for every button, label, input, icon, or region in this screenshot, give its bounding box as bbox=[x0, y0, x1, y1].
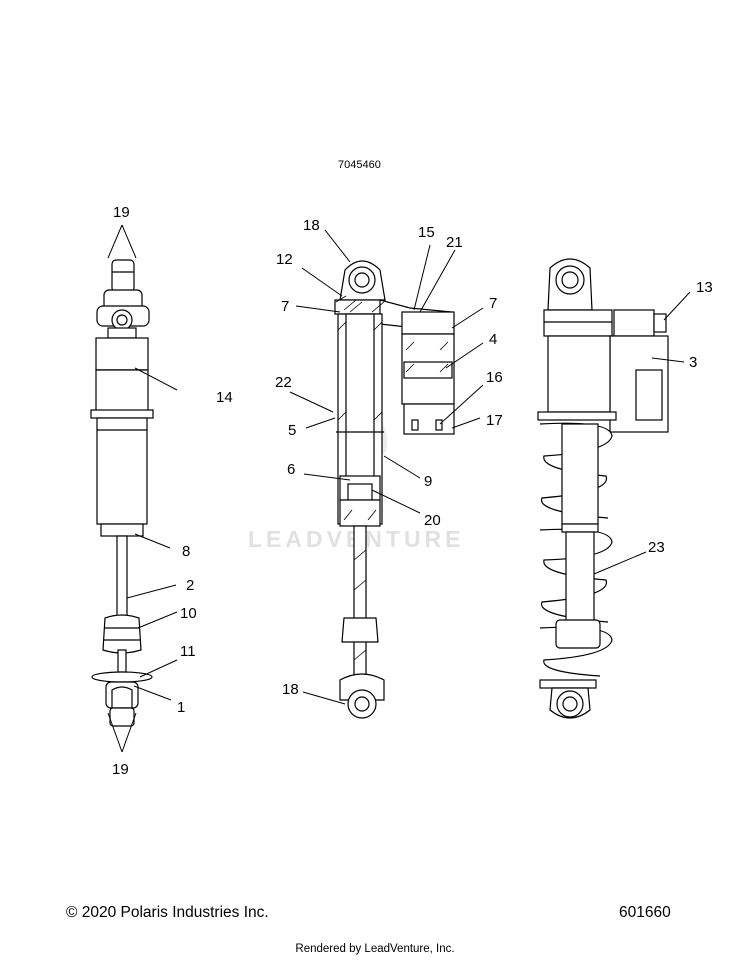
callout-19-bottom: 19 bbox=[112, 761, 129, 778]
center-shock bbox=[334, 260, 455, 719]
callout-16: 16 bbox=[486, 369, 503, 386]
center-hatching bbox=[335, 295, 449, 661]
callout-8: 8 bbox=[182, 543, 190, 560]
right-pointers bbox=[593, 291, 691, 575]
callout-11: 11 bbox=[180, 643, 196, 660]
copyright: © 2020 Polaris Industries Inc. bbox=[66, 904, 269, 921]
callout-2: 2 bbox=[186, 577, 194, 594]
left-shock bbox=[90, 259, 154, 727]
callout-12: 12 bbox=[276, 251, 293, 268]
callout-3: 3 bbox=[689, 354, 697, 371]
callout-4: 4 bbox=[489, 331, 497, 348]
callout-17: 17 bbox=[486, 412, 503, 429]
callout-1: 1 bbox=[177, 699, 185, 716]
callout-22: 22 bbox=[275, 374, 292, 391]
callout-18-top: 18 bbox=[303, 217, 320, 234]
callout-15: 15 bbox=[418, 224, 435, 241]
callout-6: 6 bbox=[287, 461, 295, 478]
callout-23: 23 bbox=[648, 539, 665, 556]
left-pointers bbox=[107, 224, 178, 753]
callout-21: 21 bbox=[446, 234, 463, 251]
callout-13: 13 bbox=[696, 279, 713, 296]
callout-7-left: 7 bbox=[281, 298, 289, 315]
right-shock bbox=[537, 258, 669, 719]
center-pointers bbox=[289, 229, 484, 705]
callout-14: 14 bbox=[216, 389, 233, 406]
callout-18-bottom: 18 bbox=[282, 681, 299, 698]
callout-19-top: 19 bbox=[113, 204, 130, 221]
diagram-id: 7045460 bbox=[338, 159, 381, 171]
callout-20: 20 bbox=[424, 512, 441, 529]
callout-5: 5 bbox=[288, 422, 296, 439]
page-code: 601660 bbox=[619, 904, 671, 921]
rendered-by: Rendered by LeadVenture, Inc. bbox=[295, 943, 455, 955]
callout-7-right: 7 bbox=[489, 295, 497, 312]
callout-9: 9 bbox=[424, 473, 432, 490]
callout-10: 10 bbox=[180, 605, 197, 622]
